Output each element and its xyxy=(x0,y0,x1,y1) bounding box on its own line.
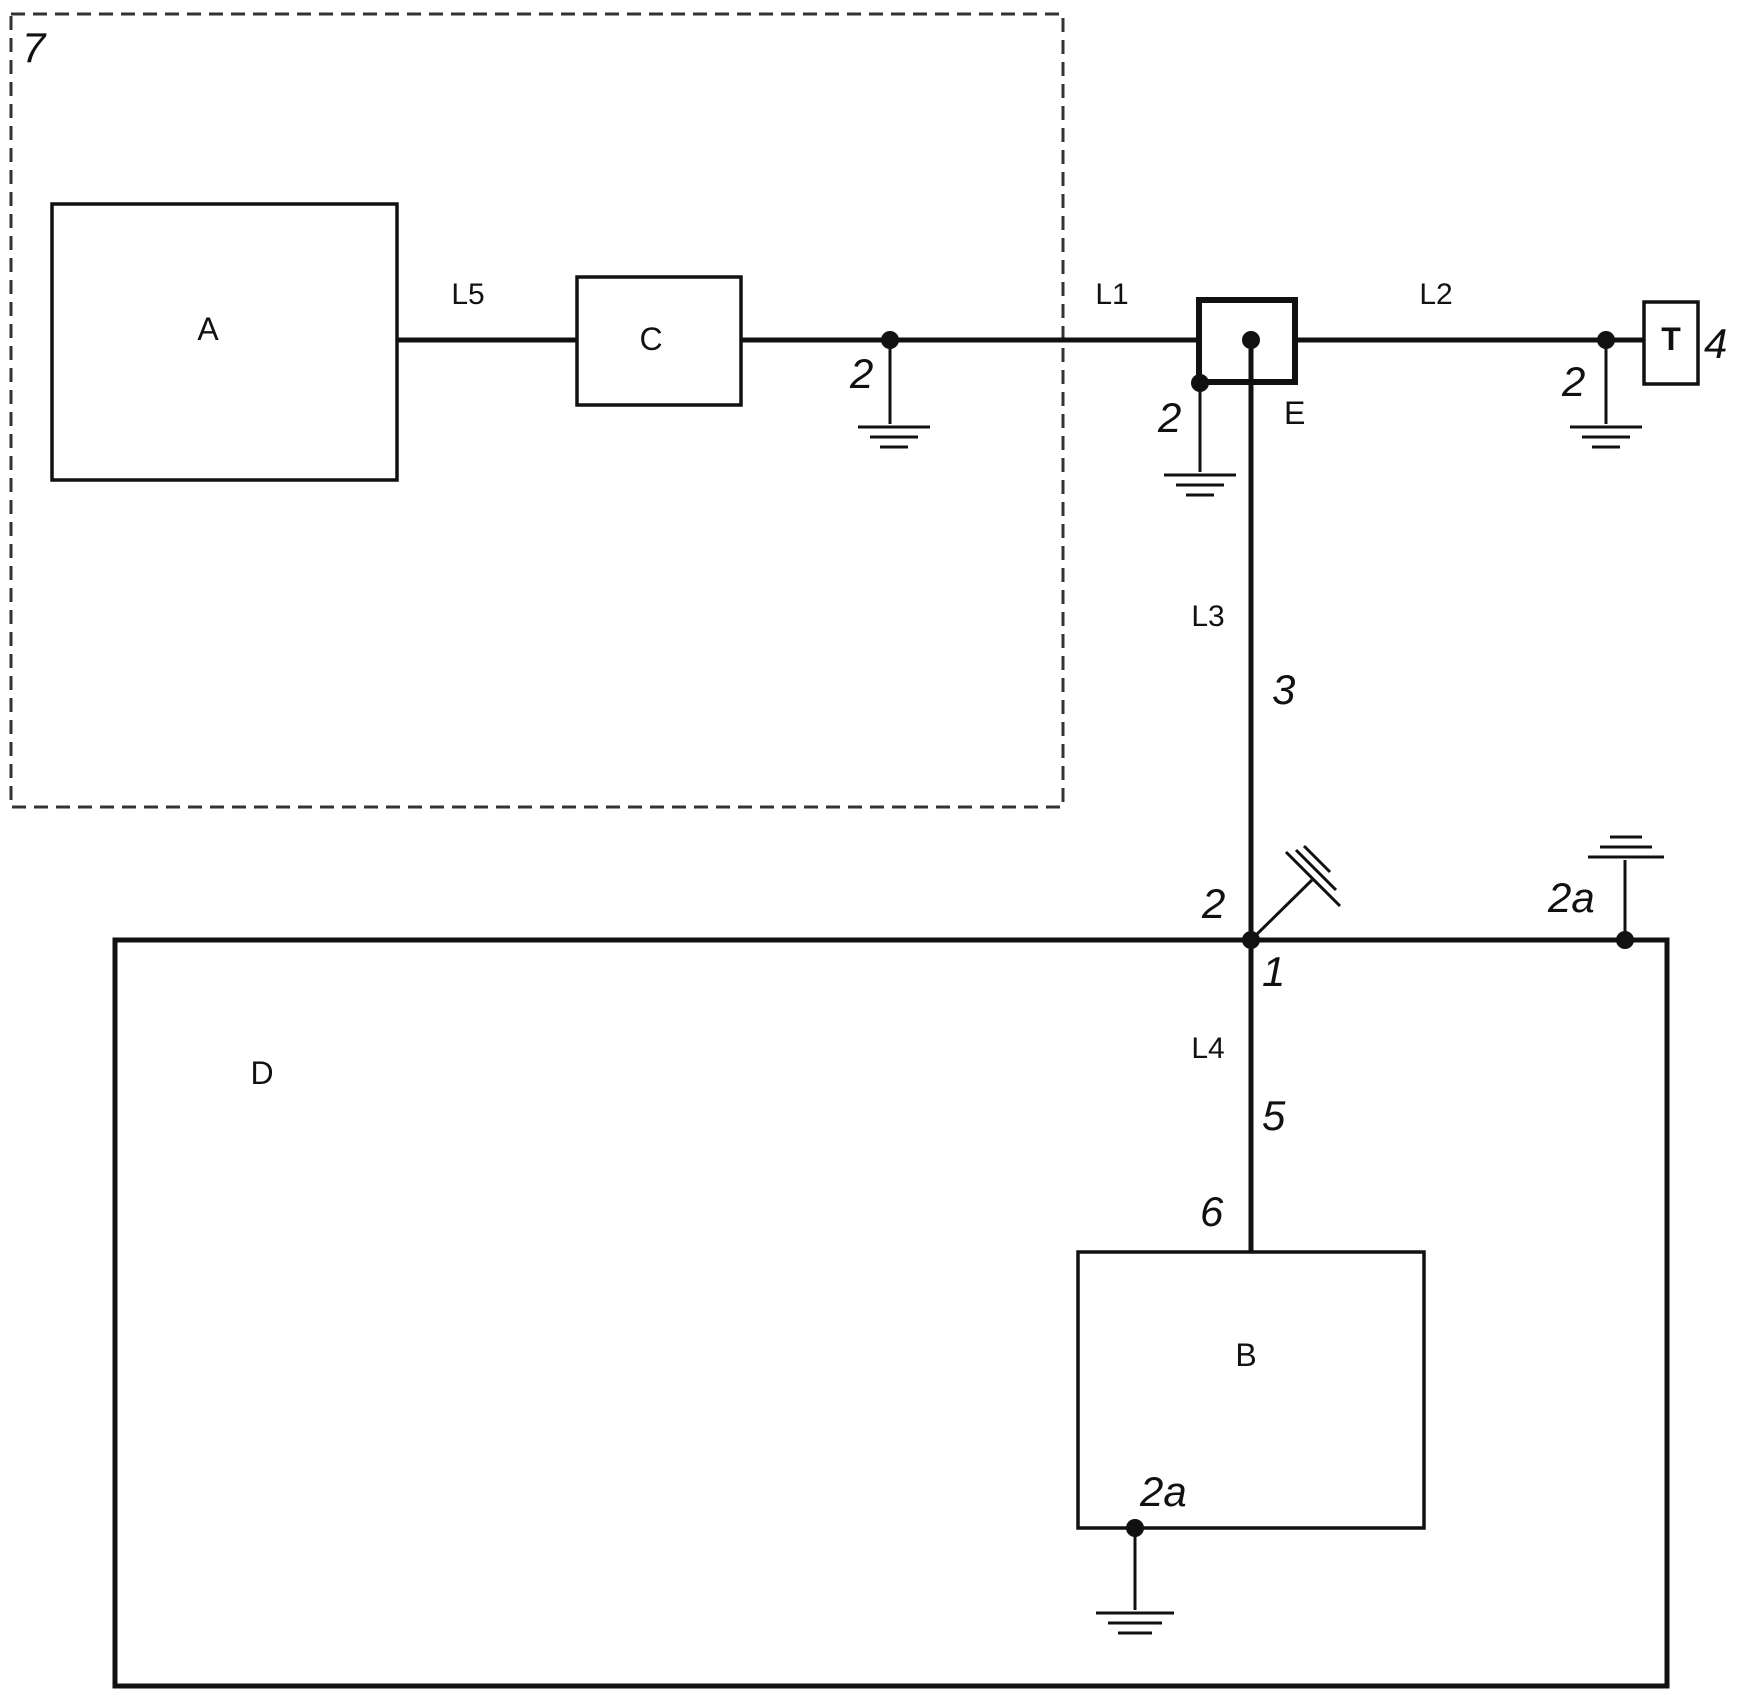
label-l3: L3 xyxy=(1191,600,1224,633)
label-l5: L5 xyxy=(451,278,484,311)
ref-5: 5 xyxy=(1262,1092,1286,1139)
block-a-label: A xyxy=(197,311,219,347)
ground-icon xyxy=(1164,473,1236,497)
block-e-label: E xyxy=(1284,395,1305,431)
block-d-label: D xyxy=(250,1055,273,1091)
angled-ground-stem xyxy=(1249,878,1314,942)
block-e xyxy=(1196,297,1298,385)
block-c-label: C xyxy=(639,321,662,357)
block-d xyxy=(112,937,1670,1689)
label-l1: L1 xyxy=(1095,278,1128,311)
ref-2-ground-t: 2 xyxy=(1561,358,1585,405)
ground-icon xyxy=(858,425,930,449)
ref-2-ground-1: 2 xyxy=(849,350,873,397)
ref-3: 3 xyxy=(1272,666,1295,713)
ref-2-ground-e: 2 xyxy=(1157,394,1181,441)
block-a xyxy=(50,202,399,482)
label-l2: L2 xyxy=(1419,278,1452,311)
ref-1: 1 xyxy=(1262,948,1285,995)
ref-7: 7 xyxy=(22,24,47,71)
label-l4: L4 xyxy=(1191,1032,1224,1065)
block-b-label: B xyxy=(1235,1337,1256,1373)
terminator-t xyxy=(1642,300,1700,386)
ref-2a-b: 2a xyxy=(1139,1468,1187,1515)
ground-icon xyxy=(1284,844,1342,908)
ref-6: 6 xyxy=(1200,1188,1224,1235)
ref-4: 4 xyxy=(1704,320,1727,367)
ground-icon xyxy=(1096,1611,1174,1635)
block-b xyxy=(1076,1250,1426,1530)
ground-icon xyxy=(1570,425,1642,449)
ref-2a-top: 2a xyxy=(1547,874,1595,921)
ref-2-node-1: 2 xyxy=(1201,880,1225,927)
terminator-t-label: T xyxy=(1661,321,1681,357)
ground-icon xyxy=(1588,835,1664,859)
